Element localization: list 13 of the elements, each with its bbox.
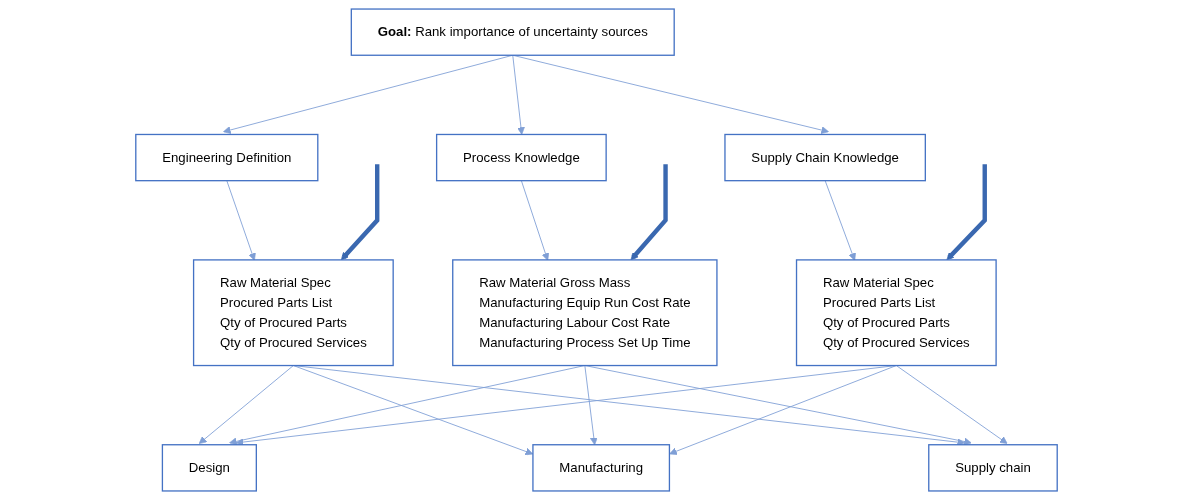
node-box: Manufacturing: [532, 444, 671, 492]
arrow: [630, 164, 668, 261]
arrow: [340, 164, 380, 261]
node-box: Supply Chain Knowledge: [724, 133, 926, 182]
arrow: [946, 164, 987, 261]
node-box: Goal: Rank importance of uncertainty sources: [350, 8, 675, 56]
node-box: Process Knowledge: [435, 133, 607, 182]
node-box: Raw Material Gross Mass Manufacturing Equip Run Cost Rate Manufacturing Labour Cost Rate Manufacturing Process Set Up Time: [452, 259, 718, 367]
node-box: Engineering Definition: [135, 133, 319, 182]
node-box: Supply chain: [928, 444, 1058, 492]
node-box: Raw Material Spec Procured Parts List Qty of Procured Parts Qty of Procured Services: [795, 259, 997, 367]
node-box: Raw Material Spec Procured Parts List Qty of Procured Parts Qty of Procured Services: [192, 259, 394, 367]
node-box: Design: [161, 444, 257, 492]
